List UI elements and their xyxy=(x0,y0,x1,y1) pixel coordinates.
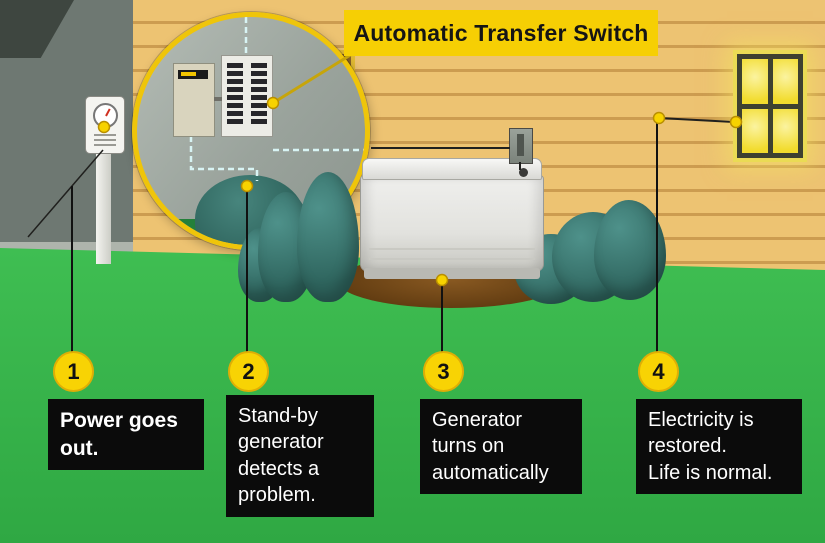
bush xyxy=(594,200,666,300)
generator-lid xyxy=(362,158,542,180)
window-panes xyxy=(742,59,798,153)
power-meter xyxy=(85,96,125,154)
standby-generator xyxy=(360,158,544,282)
window-pane xyxy=(772,59,798,104)
wall-junction-box xyxy=(509,128,533,164)
breaker-column-right xyxy=(251,63,267,127)
meter-register xyxy=(94,134,116,146)
dashed-panel-line xyxy=(189,136,259,181)
inset-dashed-wiring xyxy=(189,17,365,181)
window-pane xyxy=(742,59,768,104)
bush xyxy=(297,172,359,302)
window-pane xyxy=(742,108,768,153)
meter-needle xyxy=(104,107,111,116)
junction-slot xyxy=(517,134,524,156)
generator-base xyxy=(364,268,540,279)
lit-window xyxy=(733,50,807,162)
meter-conduit-pipe xyxy=(96,148,111,264)
step-1-badge: 1 xyxy=(53,351,94,392)
step-3-caption: Generator turns on automatically xyxy=(420,399,582,495)
generator-control-knob xyxy=(519,168,528,177)
meter-dial xyxy=(93,103,118,128)
transfer-switch-panel xyxy=(173,63,215,137)
panel-conduit xyxy=(214,97,222,101)
generator-vent xyxy=(369,258,535,260)
breaker-panel xyxy=(221,55,273,137)
breaker-column-left xyxy=(227,63,243,127)
generator-body xyxy=(360,175,544,272)
window-pane xyxy=(772,108,798,153)
step-2-caption: Stand-by generator detects a problem. xyxy=(226,395,374,517)
step-4-caption: Electricity is restored. Life is normal. xyxy=(636,399,802,495)
step-3-badge: 3 xyxy=(423,351,464,392)
generator-seam xyxy=(369,248,535,250)
step-1-caption: Power goes out. xyxy=(48,399,204,471)
title-label: Automatic Transfer Switch xyxy=(344,10,658,56)
step-2-badge: 2 xyxy=(228,351,269,392)
step-4-badge: 4 xyxy=(638,351,679,392)
panel-brand-label xyxy=(178,70,208,79)
